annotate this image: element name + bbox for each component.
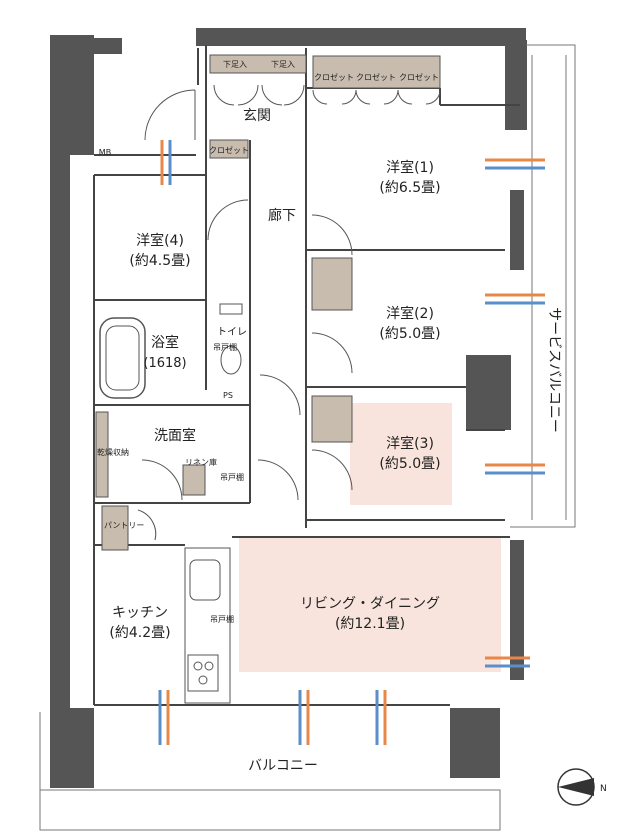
room4-size: (約4.5畳) <box>129 253 190 269</box>
closet1c-label: クロゼット <box>399 72 439 82</box>
living-size: (約12.1畳) <box>335 616 405 632</box>
room1-name: 洋室(1) <box>386 159 434 176</box>
shoe-storage-label-1: 下足入 <box>223 60 247 69</box>
toilet-shelf-label: 吊戸棚 <box>213 342 237 352</box>
kitchen-counter <box>184 547 231 704</box>
balcony-outlines <box>39 44 576 831</box>
balcony-label: バルコニー <box>248 758 318 774</box>
linen-label: リネン庫 <box>185 457 217 467</box>
bathtub-inner <box>105 325 140 391</box>
kitchen-size: (約4.2畳) <box>109 625 170 641</box>
room3-size: (約5.0畳) <box>379 456 440 472</box>
bathtub <box>99 317 146 399</box>
bath-size: (1618) <box>143 356 186 371</box>
door-swings <box>137 84 441 541</box>
burner <box>193 661 203 671</box>
closet4-label: クロゼット <box>209 145 249 155</box>
hanging-shelf-label: 吊戸棚 <box>220 472 244 482</box>
closet4-box <box>209 139 249 159</box>
stove <box>187 654 219 692</box>
pantry-box <box>101 505 129 551</box>
closet2-box <box>311 257 353 311</box>
burner <box>198 675 208 685</box>
washroom-label: 洗面室 <box>154 427 196 444</box>
vent-arrows <box>158 140 545 745</box>
entrance-label: 玄関 <box>243 107 271 124</box>
mb-label: MB <box>99 148 111 157</box>
toilet-bowl <box>220 345 242 375</box>
room3-name: 洋室(3) <box>386 435 434 452</box>
compass-label: N <box>600 784 607 794</box>
kitchen-shelf-label: 吊戸棚 <box>210 614 234 624</box>
washer-storage-box <box>95 411 109 498</box>
living-name: リビング・ダイニング <box>300 596 440 612</box>
burner <box>204 661 214 671</box>
pantry-label: パントリー <box>104 521 144 530</box>
kitchen-sink <box>189 559 221 601</box>
kitchen-name: キッチン <box>112 605 168 621</box>
toilet-label: トイレ <box>217 327 247 338</box>
room2-size: (約5.0畳) <box>379 326 440 342</box>
service-balcony-label: サービスバルコニー <box>546 307 562 433</box>
room3-highlight <box>350 403 452 505</box>
closet1b-label: クロゼット <box>356 72 396 82</box>
shoe-storage-label-2: 下足入 <box>271 60 295 69</box>
linen-box <box>182 464 206 496</box>
washer-storage-label: 乾燥収納 <box>97 447 129 457</box>
bath-name: 浴室 <box>151 334 179 351</box>
room4-name: 洋室(4) <box>136 232 184 249</box>
closet1-box <box>312 55 441 89</box>
corridor-label: 廊下 <box>268 207 296 224</box>
room2-name: 洋室(2) <box>386 305 434 322</box>
structural-walls <box>50 28 527 788</box>
closet1a-label: クロゼット <box>314 72 354 82</box>
toilet-tank <box>219 303 243 315</box>
ps-label: PS <box>223 391 233 400</box>
shoe-storage-box <box>209 54 307 74</box>
storage-units <box>95 54 441 551</box>
room1-size: (約6.5畳) <box>379 180 440 196</box>
closet3-box <box>311 395 353 443</box>
living-highlight <box>239 537 501 672</box>
compass-icon <box>557 768 595 806</box>
